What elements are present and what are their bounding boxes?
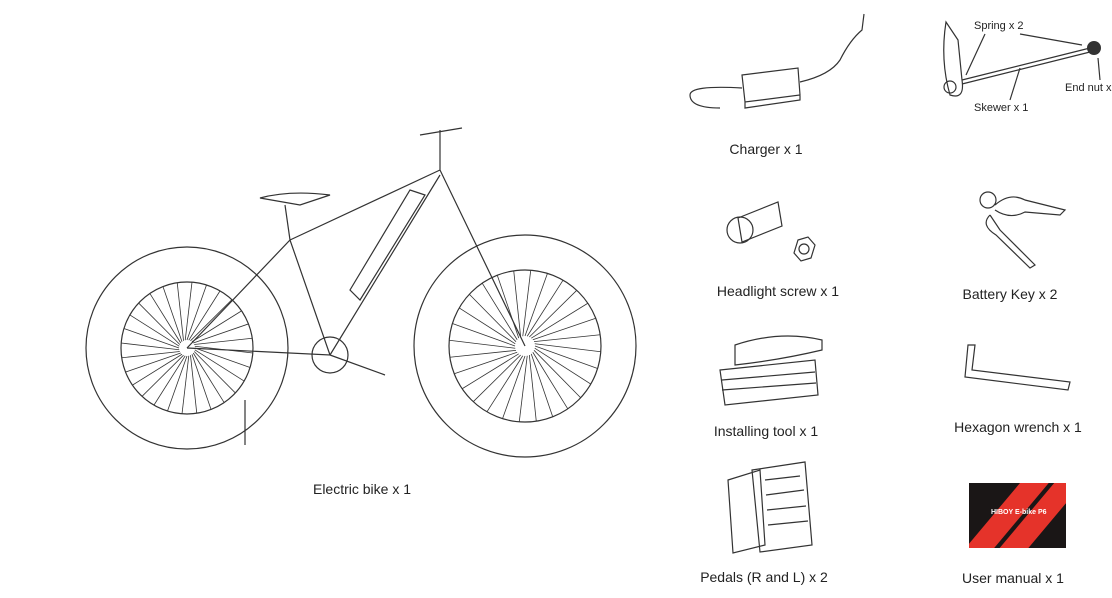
spoke <box>524 273 548 337</box>
skewer-drawing <box>943 20 1101 101</box>
spoke <box>123 328 180 349</box>
spoke <box>194 349 245 382</box>
spoke <box>502 355 526 419</box>
headlight-screw-label: Headlight screw x 1 <box>716 283 840 299</box>
spoke <box>184 282 193 341</box>
bike-label: Electric bike x 1 <box>312 481 412 497</box>
spoke <box>522 270 532 337</box>
manual-cover-title: HIBOY E-bike P6 <box>991 509 1047 516</box>
spoke <box>486 355 524 413</box>
spoke <box>194 347 251 368</box>
spoke <box>138 302 181 345</box>
hex-wrench-label: Hexagon wrench x 1 <box>954 419 1082 435</box>
spoke <box>149 293 182 344</box>
spoke <box>129 314 180 347</box>
spoke <box>452 323 516 347</box>
user-manual-label: User manual x 1 <box>962 570 1064 586</box>
spoke <box>534 343 601 353</box>
hex-wrench-drawing <box>964 344 1071 391</box>
spoke <box>194 337 253 345</box>
spoke <box>193 351 236 394</box>
battery-key-label: Battery Key x 2 <box>962 286 1058 302</box>
spoke <box>188 290 221 341</box>
spoke <box>121 351 180 359</box>
installing-tool-drawing <box>719 335 823 406</box>
spoke <box>533 334 601 343</box>
spoke <box>121 342 180 351</box>
spoke <box>529 290 578 338</box>
spoke <box>193 323 249 344</box>
spoke <box>181 355 190 414</box>
spoke <box>190 355 198 414</box>
spoke <box>528 354 537 422</box>
charger-label: Charger x 1 <box>729 141 803 157</box>
spoke <box>176 282 184 341</box>
spoke <box>449 349 517 358</box>
spoke <box>192 352 225 403</box>
spoke <box>531 302 589 339</box>
spoke <box>513 270 522 338</box>
installing-tool-label: Installing tool x 1 <box>713 423 819 439</box>
spoke <box>518 355 528 422</box>
spoke <box>186 284 207 341</box>
spoke <box>532 352 569 410</box>
spoke <box>534 347 592 385</box>
pedals-drawing <box>727 461 813 554</box>
charger-drawing <box>689 13 865 109</box>
spoke <box>534 345 598 369</box>
spoke <box>162 286 183 342</box>
spoke <box>526 279 564 337</box>
spoke <box>530 353 554 417</box>
skewer-callout: Skewer x 1 <box>974 102 1029 114</box>
spoke <box>190 299 233 342</box>
spring-callout: Spring x 2 <box>974 20 1024 32</box>
spoke <box>449 339 516 349</box>
battery-key-drawing <box>979 191 1067 269</box>
spoke <box>141 354 184 397</box>
spoke <box>533 350 581 399</box>
pedals-label: Pedals (R and L) x 2 <box>700 569 828 585</box>
spoke <box>454 351 518 375</box>
spoke <box>191 310 242 343</box>
spoke <box>191 354 212 410</box>
spoke <box>472 354 521 402</box>
spoke <box>132 353 183 386</box>
user-manual-cover: HIBOY E-bike P6 <box>969 483 1066 548</box>
end-nut-callout: End nut x <box>1065 82 1112 94</box>
spoke <box>125 352 181 373</box>
spoke <box>461 353 519 390</box>
spoke <box>469 293 517 342</box>
headlight-screw-drawing <box>726 201 816 262</box>
spoke <box>532 317 596 341</box>
spoke <box>496 275 520 339</box>
electric-bike-drawing <box>85 127 637 458</box>
spoke <box>167 355 188 412</box>
spoke <box>458 307 516 345</box>
spoke <box>153 355 186 406</box>
spoke <box>481 282 518 340</box>
